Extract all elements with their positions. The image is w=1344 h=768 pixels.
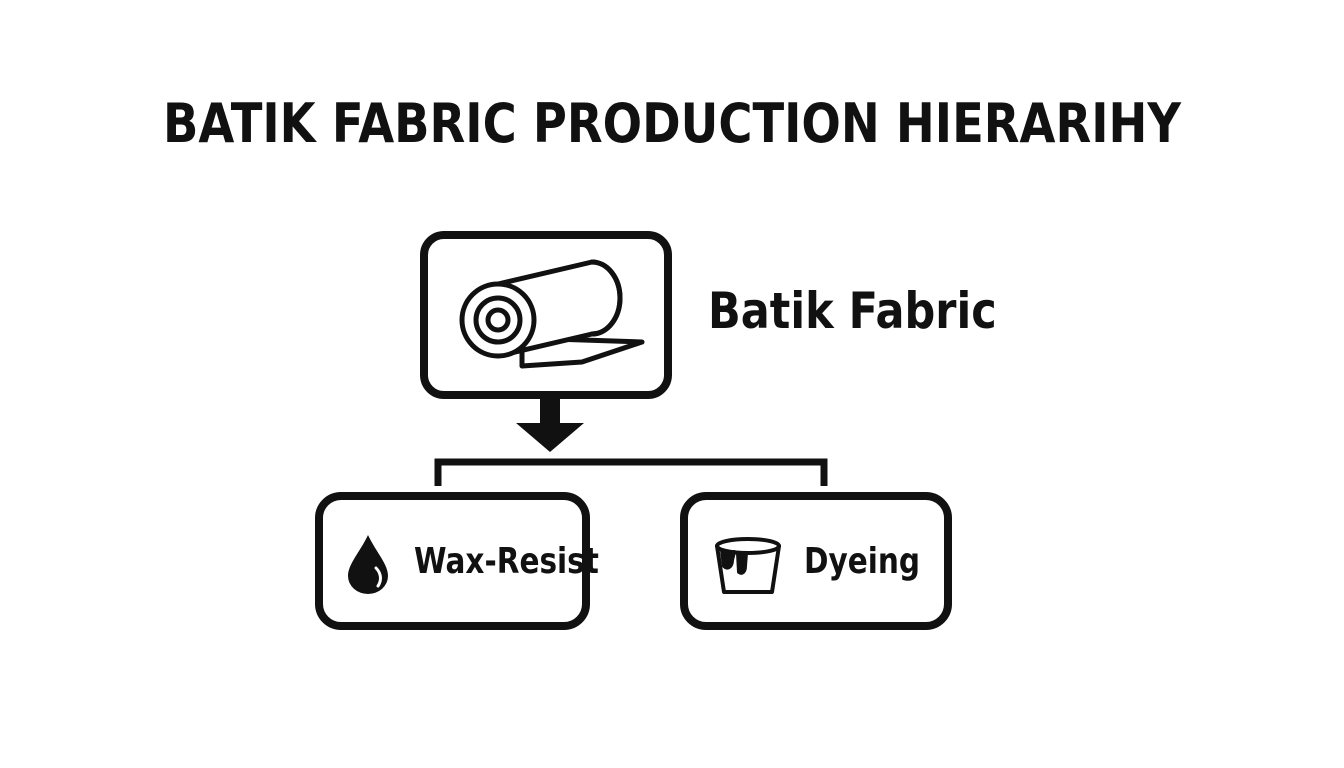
- dyeing-label: Dyeing: [804, 541, 921, 582]
- root-node-label: Batik Fabric: [708, 282, 997, 340]
- dye-bucket-icon: [715, 537, 781, 594]
- wax-resist-node-box[interactable]: [315, 492, 590, 630]
- fabric-roll-icon: [459, 259, 645, 369]
- wax-resist-label: Wax-Resist: [414, 541, 599, 582]
- wax-drop-icon: [348, 535, 388, 594]
- connector-line: [434, 458, 828, 486]
- page-title: BATIK FABRIC PRODUCTION HIERARIHY: [162, 92, 1182, 155]
- arrow-down-icon: [516, 395, 584, 452]
